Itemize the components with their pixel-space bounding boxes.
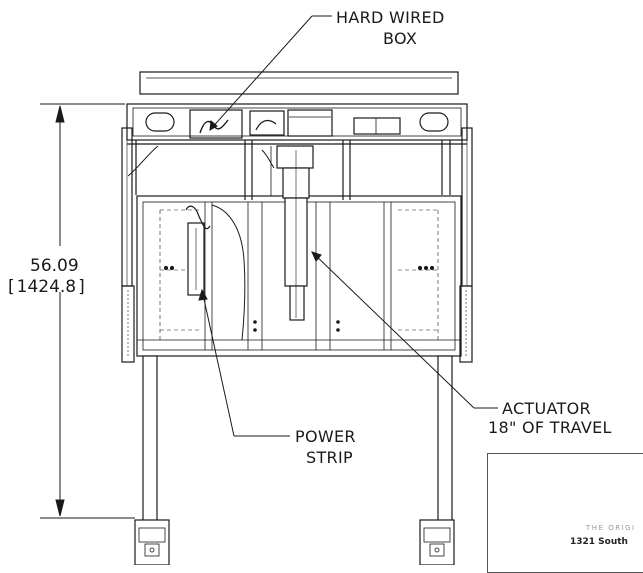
callout-actuator-line2: 18" OF TRAVEL [488,418,612,437]
callout-hard-wired-box-line1: HARD WIRED [336,8,445,27]
leader-actuator [311,251,498,409]
side-rails [121,127,473,363]
callout-actuator-line1: ACTUATOR [502,399,591,418]
power-strip [185,204,246,341]
dimension-millimeters: 1424.8 [8,277,85,297]
callout-power-strip-line2: STRIP [306,448,353,467]
title-block-tagline: THE ORIGI [586,524,636,532]
top-housing [126,71,468,145]
upper-columns [127,140,451,200]
height-dimension-line [40,103,135,519]
callout-power-strip-line1: POWER [295,427,356,446]
title-block: THE ORIGI 1321 South [487,453,643,573]
leader-power-strip [198,288,290,437]
leader-hard-wired-box [209,15,332,131]
actuator [261,145,314,321]
callout-hard-wired-box-line2: BOX [383,29,418,48]
legs [142,355,453,523]
title-block-address: 1321 South [570,537,628,547]
feet [134,519,455,565]
dimension-inches: 56.09 [30,256,79,276]
